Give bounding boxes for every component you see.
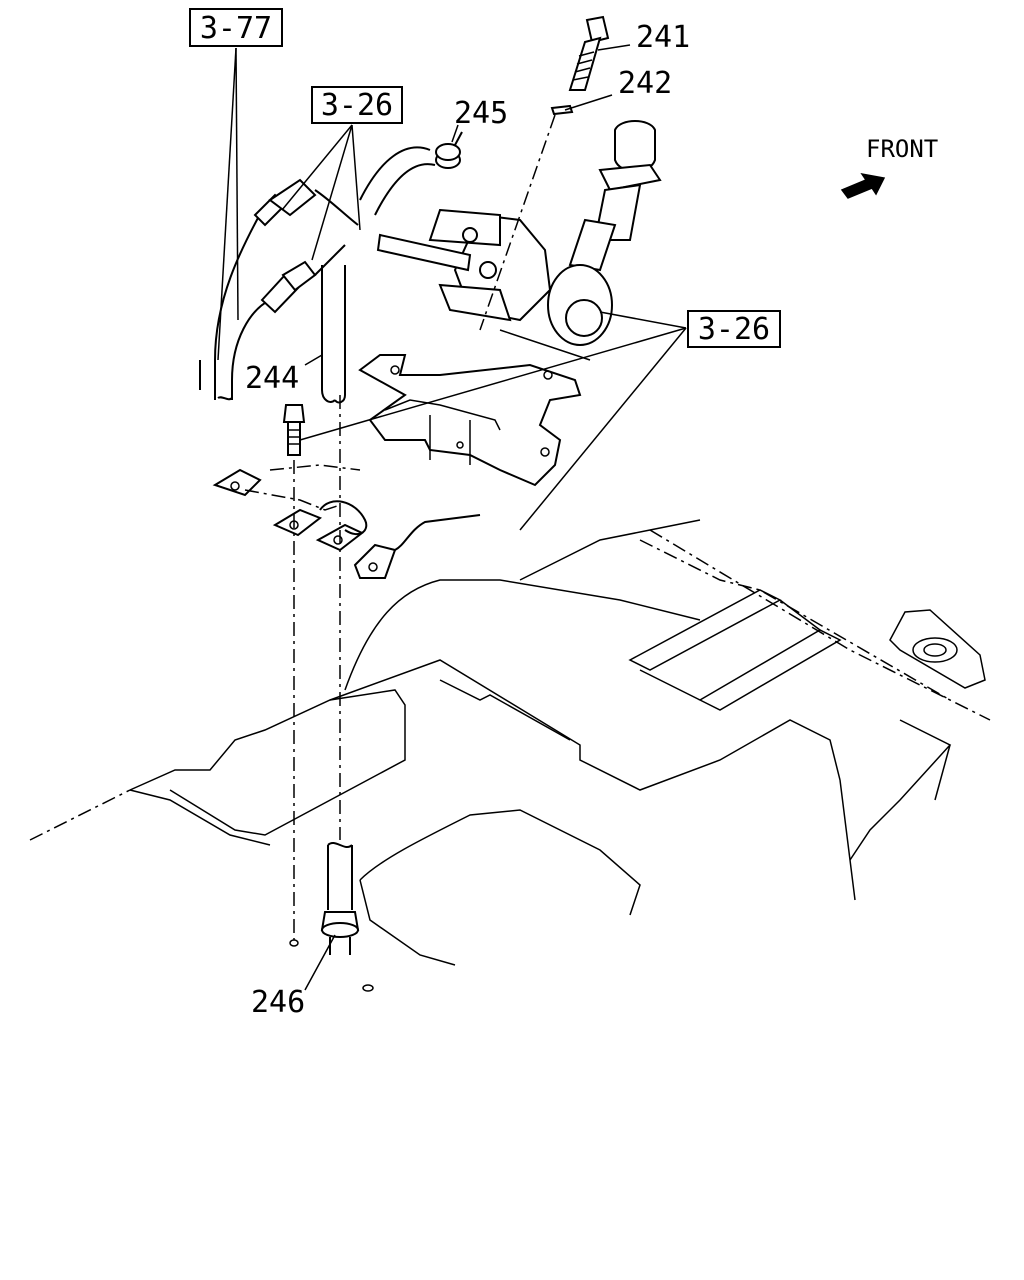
front-label: FRONT <box>866 135 938 163</box>
bolt-241 <box>479 15 610 331</box>
hose-assembly <box>199 146 436 955</box>
part-number-245[interactable]: 245 <box>454 96 508 131</box>
part-number-246[interactable]: 246 <box>251 985 305 1020</box>
mounting-bolt <box>282 404 306 456</box>
part-number-242[interactable]: 242 <box>618 66 672 101</box>
ref-box-3-26-right[interactable]: 3-26 <box>687 310 781 348</box>
part-number-244[interactable]: 244 <box>245 361 299 396</box>
hose-clamp-245 <box>435 131 463 169</box>
ref-box-3-77[interactable]: 3-77 <box>189 8 283 47</box>
lower-plate <box>212 464 481 579</box>
shift-lever-assembly <box>376 120 662 346</box>
mounting-bracket <box>358 329 591 487</box>
floor-pan-outline <box>29 519 991 992</box>
arrow-icon <box>840 172 886 199</box>
ref-box-label: 3-26 <box>698 312 770 347</box>
part-number-241[interactable]: 241 <box>636 20 690 55</box>
washer-242 <box>550 104 574 116</box>
alignment-lines <box>293 395 341 940</box>
leader-lines <box>217 44 687 991</box>
front-indicator: FRONT <box>840 135 938 199</box>
ref-box-label: 3-26 <box>321 88 393 123</box>
ref-box-label: 3-77 <box>200 11 272 46</box>
ref-box-3-26-upper[interactable]: 3-26 <box>311 86 403 124</box>
